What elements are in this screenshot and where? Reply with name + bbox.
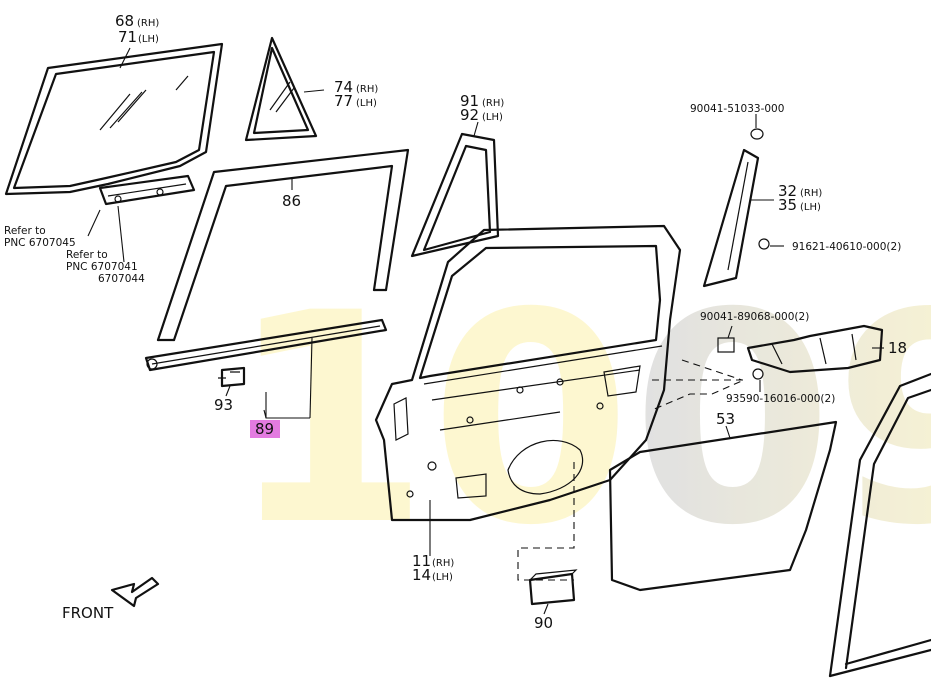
opening-weatherstrip <box>828 372 931 678</box>
watermark-text: 1009 <box>228 252 931 589</box>
callout-93: 93 <box>214 396 233 414</box>
part-number-93590: 93590-16016-000(2) <box>726 393 835 405</box>
callout-68: 68 <box>115 12 134 30</box>
callout-92-side: (LH) <box>482 112 503 123</box>
hole-plug <box>528 569 578 606</box>
refer-note-2-line3: 6707044 <box>98 273 145 285</box>
front-arrow-icon <box>110 576 160 608</box>
door-panel <box>374 224 682 522</box>
callout-92: 92 <box>460 106 479 124</box>
dashed-guides <box>517 359 745 581</box>
callout-77: 77 <box>334 92 353 110</box>
callout-91: 91 <box>460 92 479 110</box>
callout-32-side: (RH) <box>800 188 822 199</box>
callout-71: 71 <box>118 28 137 46</box>
refer-note-1-line1: Refer to <box>4 225 46 237</box>
belt-moulding <box>144 318 388 372</box>
quarter-glass <box>244 36 318 142</box>
callout-14: 14 <box>412 566 431 584</box>
callout-77-side: (LH) <box>356 98 377 109</box>
callout-18: 18 <box>888 339 907 357</box>
window-regulator-rail <box>98 174 196 206</box>
callout-74-side: (RH) <box>356 84 378 95</box>
callout-14-side: (LH) <box>432 572 453 583</box>
pillar-garnish <box>702 128 770 288</box>
callout-71-side: (LH) <box>138 34 159 45</box>
labels: 68 (RH) 71 (LH) 74 (RH) 77 (LH) 86 Refer… <box>4 12 907 632</box>
watermark: 1009 <box>228 252 931 589</box>
callout-53: 53 <box>716 410 735 428</box>
refer-note-1-line2: PNC 6707045 <box>4 237 76 249</box>
clip-93 <box>218 366 246 388</box>
refer-note-2-line2: PNC 6707041 <box>66 261 138 273</box>
callout-11: 11 <box>412 552 431 570</box>
part-number-90041-89068: 90041-89068-000(2) <box>700 311 809 323</box>
callout-32: 32 <box>778 182 797 200</box>
callout-89: 89 <box>255 420 274 438</box>
door-glass <box>4 42 224 196</box>
callout-68-side: (RH) <box>137 18 159 29</box>
frame-weatherstrip <box>410 132 500 258</box>
callout-86: 86 <box>282 192 301 210</box>
front-label: FRONT <box>62 604 114 622</box>
callout-90: 90 <box>534 614 553 632</box>
service-hole-cover <box>608 420 838 592</box>
part-number-91621: 91621-40610-000(2) <box>792 241 901 253</box>
leader-lines <box>87 47 884 615</box>
callout-35-side: (LH) <box>800 202 821 213</box>
glass-run-channel <box>156 148 410 342</box>
callout-74: 74 <box>334 78 353 96</box>
callout-91-side: (RH) <box>482 98 504 109</box>
part-number-90041-51033: 90041-51033-000 <box>690 103 784 115</box>
door-check-bracket <box>717 324 884 380</box>
callout-35: 35 <box>778 196 797 214</box>
callout-11-side: (RH) <box>432 558 454 569</box>
refer-note-2-line1: Refer to <box>66 249 108 261</box>
highlight-89 <box>250 420 280 438</box>
